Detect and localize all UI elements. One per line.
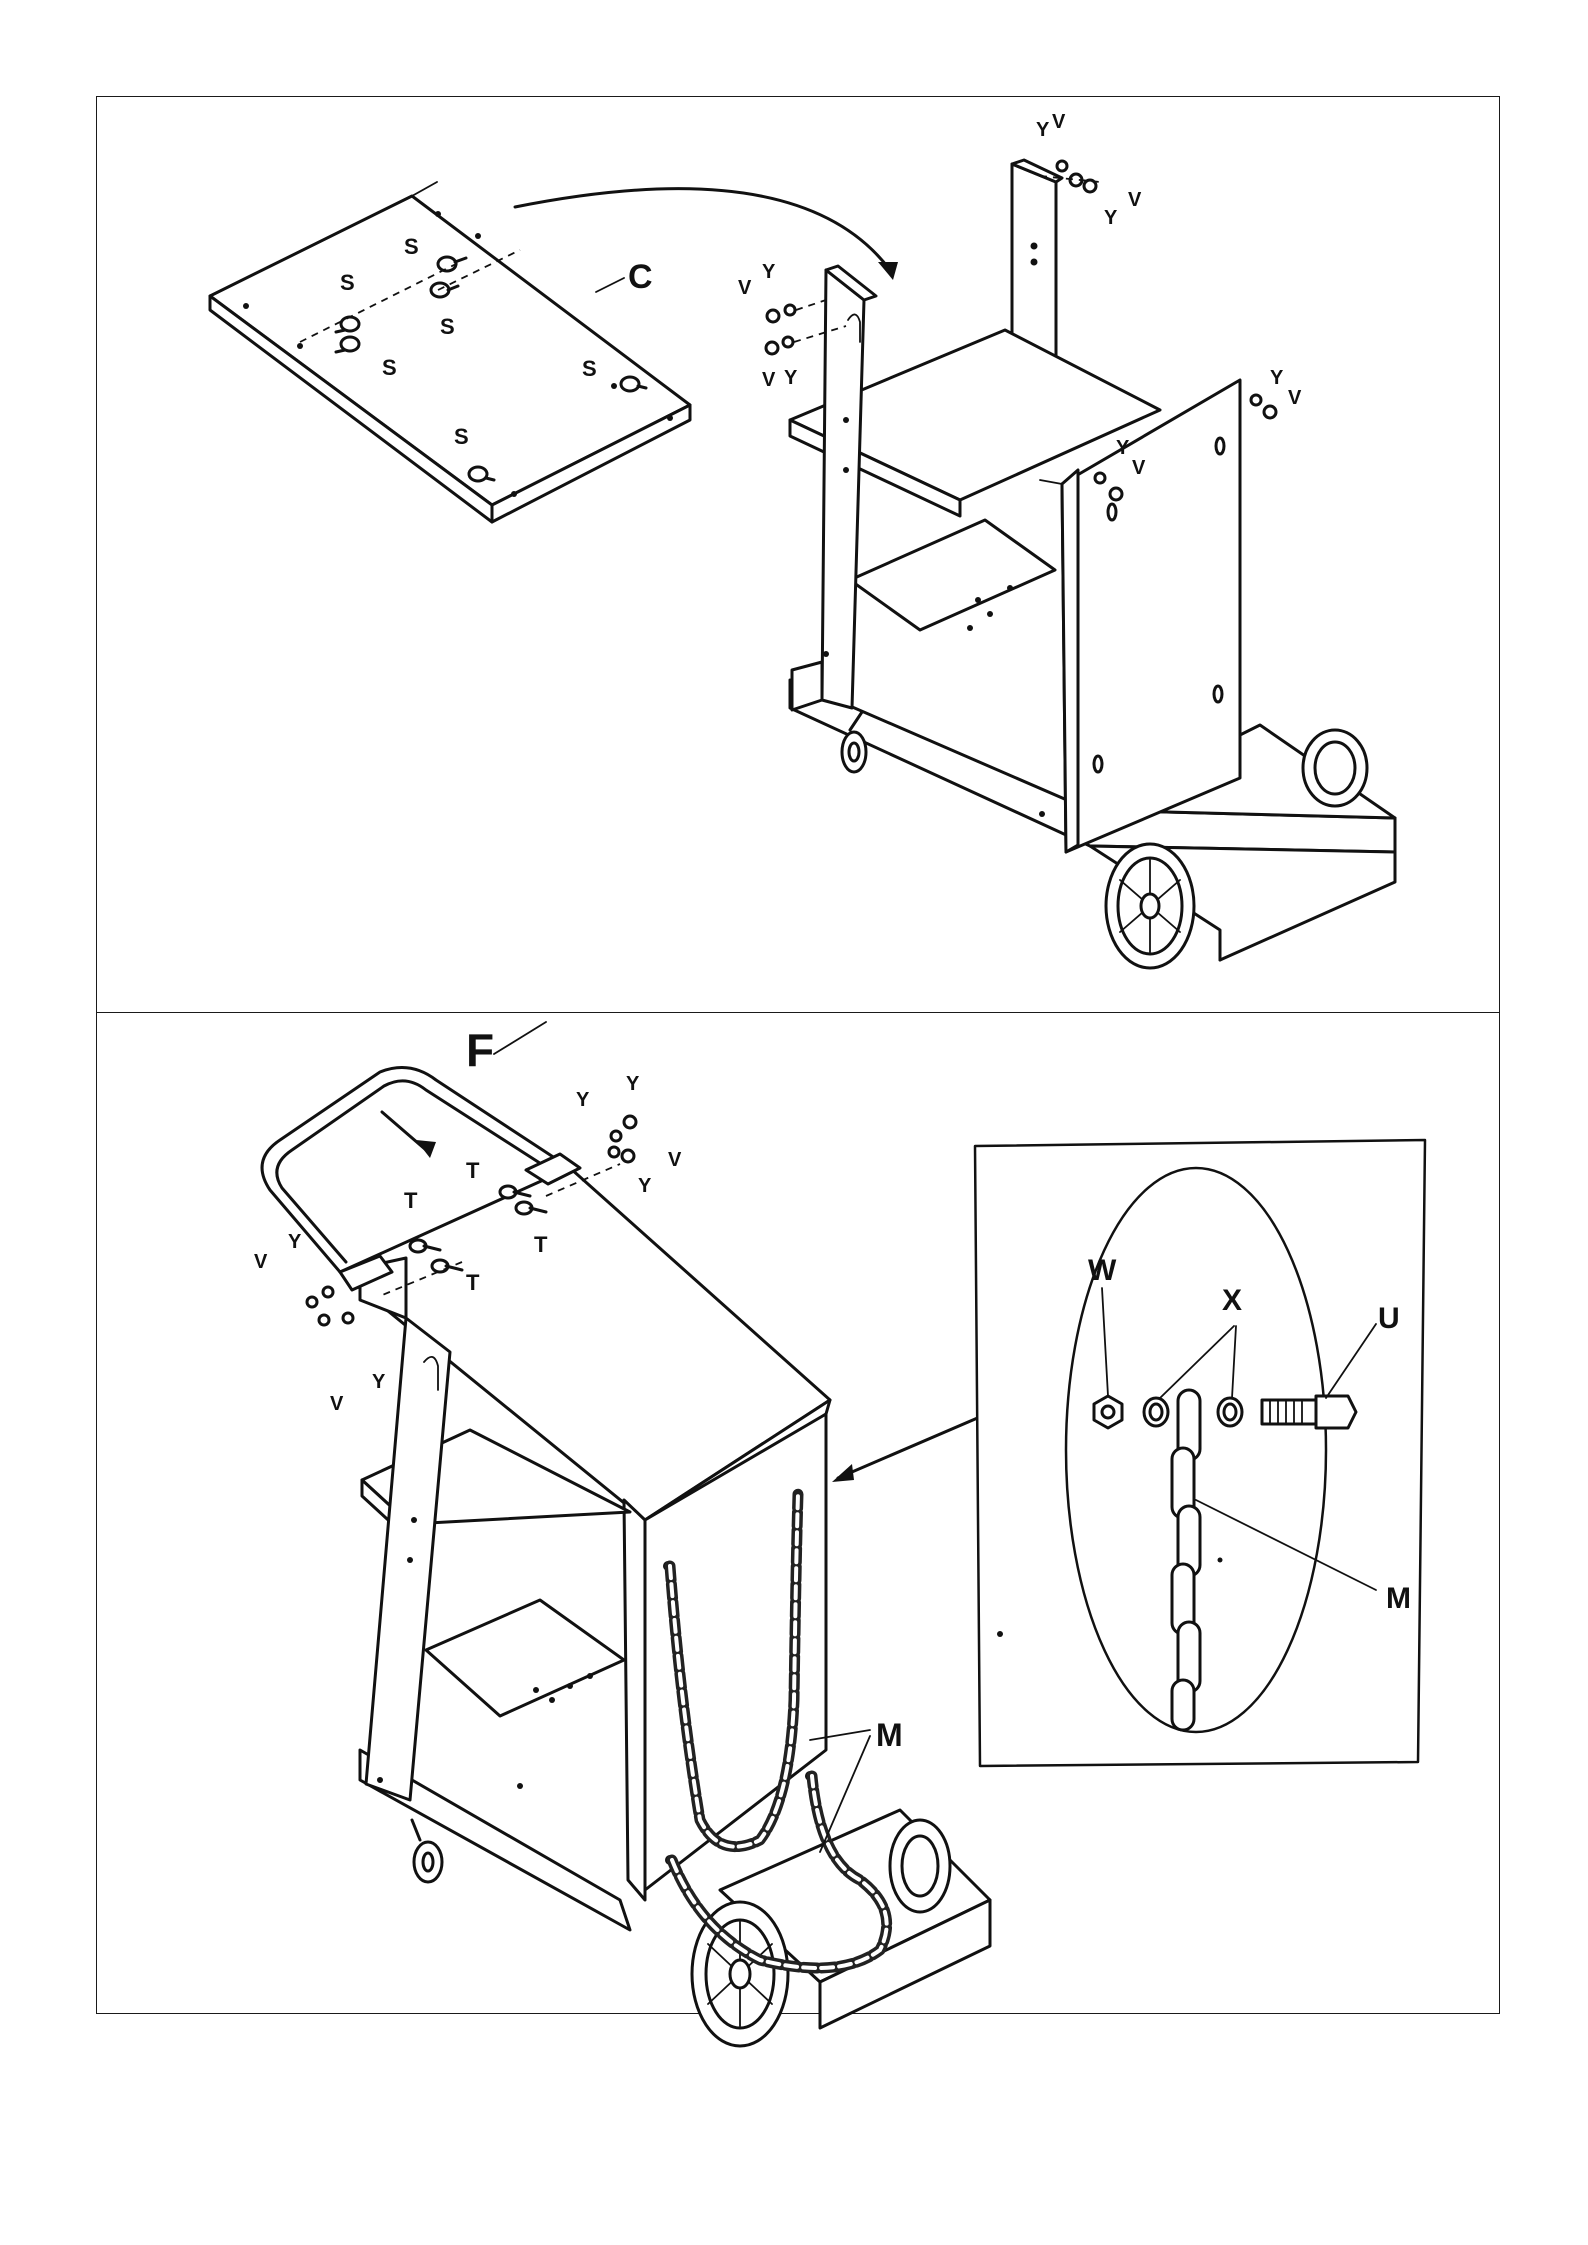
hw-label-v-3: V [1052,111,1066,133]
hw-label-v-b3: V [330,1393,344,1415]
hw-label-y-5: Y [1270,367,1284,389]
hw-label-y-b5: Y [372,1371,386,1393]
detail-label-x: X [1222,1284,1242,1317]
hw-label-v-6: V [1132,457,1146,479]
hw-label-v-b1: V [668,1149,682,1171]
label-leader-c [596,278,624,292]
top-shelf-c [210,182,690,522]
shelf-label-s-6: S [454,424,469,449]
hw-label-v-2: V [762,369,776,391]
hardware-bottom-left [307,1287,353,1325]
detail-label-u: U [1378,1302,1400,1335]
bolt-label-t-1: T [466,1158,480,1183]
hardware-bottom-right [609,1116,636,1162]
bolt-label-t-2: T [534,1232,548,1257]
bolt-label-t-4: T [466,1270,480,1295]
shelf-label-s-1: S [404,234,419,259]
cart-top [790,160,1395,968]
detail-inset [975,1140,1425,1766]
hw-label-v-4: V [1128,189,1142,211]
hw-label-v-5: V [1288,387,1302,409]
detail-arrow-head [832,1464,854,1482]
hw-label-y-b3: Y [638,1175,652,1197]
part-label-f: F [466,1024,494,1076]
shelf-label-s-3: S [340,270,355,295]
hw-label-v-b2: V [254,1251,268,1273]
chain-label-m: M [876,1717,903,1753]
detail-label-m: M [1386,1582,1411,1615]
detail-label-w: W [1088,1254,1117,1287]
hw-label-y-2: Y [784,367,798,389]
hw-label-y-4: Y [1104,207,1118,229]
arrow-head-bottom [416,1140,436,1158]
hw-label-v-1: V [738,277,752,299]
cart-bottom [340,1168,990,2046]
shelf-label-s-4: S [382,355,397,380]
hw-label-y-b4: Y [288,1231,302,1253]
shelf-label-s-2: S [440,314,455,339]
shelf-label-s-5: S [582,356,597,381]
hw-label-y-b1: Y [576,1089,590,1111]
part-label-c: C [628,258,653,296]
bolt-label-t-3: T [404,1188,418,1213]
label-leader-f [494,1022,546,1054]
hw-label-y-3: Y [1036,119,1050,141]
arrow-head-top [878,262,898,280]
hw-label-y-6: Y [1116,437,1130,459]
assembly-arrow-top [515,189,890,270]
hw-label-y-1: Y [762,261,776,283]
hw-label-y-b2: Y [626,1073,640,1095]
